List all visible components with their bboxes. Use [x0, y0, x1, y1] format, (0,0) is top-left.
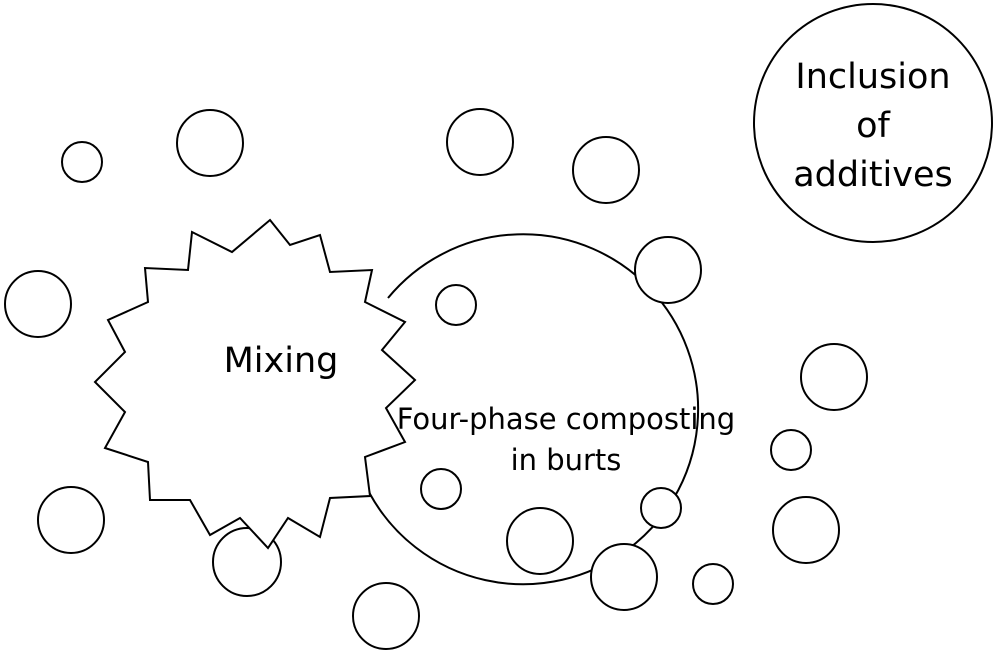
bubble	[61, 141, 103, 183]
bubble	[506, 507, 574, 575]
additives-circle	[753, 3, 993, 243]
bubble	[634, 236, 702, 304]
additives-label-line3: additives	[793, 155, 953, 195]
bubble	[800, 343, 868, 411]
additives-label-line1: Inclusion	[795, 57, 950, 97]
bubble	[770, 429, 812, 471]
bubble	[176, 109, 244, 177]
mixing-label: Mixing	[224, 341, 339, 381]
bubble	[640, 487, 682, 529]
mixing-starburst	[93, 218, 417, 550]
bubble	[772, 496, 840, 564]
composting-label-line2: in burts	[511, 443, 622, 477]
bubble	[435, 284, 477, 326]
bubble	[692, 563, 734, 605]
bubble	[37, 486, 105, 554]
bubble	[572, 136, 640, 204]
additives-label-line2: of	[856, 106, 890, 146]
bubble	[4, 270, 72, 338]
bubble	[352, 582, 420, 650]
bubble	[446, 108, 514, 176]
bubble	[590, 543, 658, 611]
bubble	[420, 468, 462, 510]
composting-label-line1: Four-phase composting	[397, 402, 735, 436]
